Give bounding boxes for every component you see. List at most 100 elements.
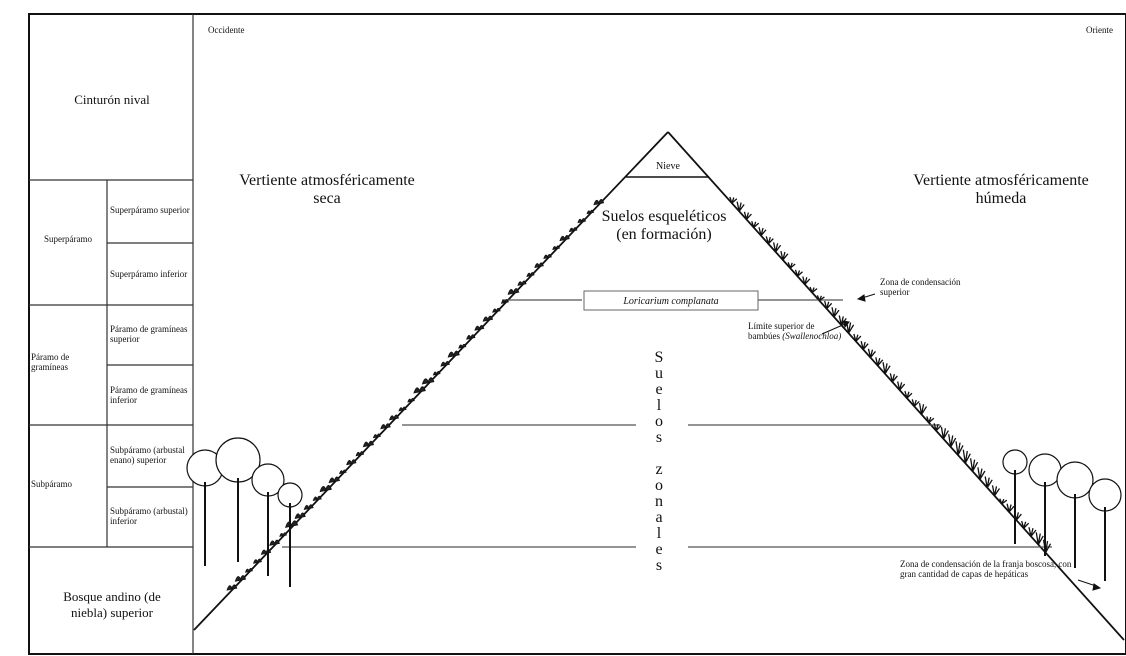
grass-tuft-icon xyxy=(897,381,906,391)
grass-tuft-icon xyxy=(802,276,811,285)
grass-tuft-icon xyxy=(882,362,891,375)
shrub-icon xyxy=(339,469,347,475)
grass-tuft-icon xyxy=(933,423,942,432)
shrub-icon xyxy=(294,512,306,519)
shrub-icon xyxy=(552,245,561,251)
shrub-icon xyxy=(355,451,365,457)
shrub-icon xyxy=(559,235,570,242)
grass-tuft-icon xyxy=(1021,520,1030,529)
shrub-icon xyxy=(568,227,578,233)
grass-tuft-icon xyxy=(867,348,876,358)
shrub-icon xyxy=(466,334,476,340)
shrub-icon xyxy=(500,299,509,304)
zonal-soils-letter: o xyxy=(655,413,663,430)
grass-tuft-icon xyxy=(809,286,818,294)
grass-tuft-icon xyxy=(999,498,1008,505)
zone-table xyxy=(29,14,194,654)
tree-icon xyxy=(1056,461,1094,568)
zonal-soils-letter: n xyxy=(655,493,663,510)
grass-tuft-icon xyxy=(1028,527,1037,537)
grass-tuft-icon xyxy=(824,300,833,310)
bamboo-genus-text: (Swallenochloa) xyxy=(782,330,842,341)
vegetation-dry-slope xyxy=(226,199,605,591)
grass-tuft-icon xyxy=(758,227,767,237)
grass-tuft-icon xyxy=(926,416,935,424)
shrub-icon xyxy=(447,350,460,358)
tree-icon xyxy=(215,437,261,562)
grass-tuft-icon xyxy=(729,196,738,204)
shrub-icon xyxy=(380,423,391,430)
grass-tuft-icon xyxy=(955,441,964,456)
zonal-soils-letter: l xyxy=(656,397,662,414)
zonal-soils-letter: s xyxy=(655,557,663,574)
zone-bosque: Bosque andino (de niebla) superior xyxy=(63,589,161,620)
shrub-icon xyxy=(312,495,322,502)
grass-tuft-icon xyxy=(765,236,774,245)
grass-tuft-icon xyxy=(991,485,1001,497)
grass-tuft-icon xyxy=(845,321,855,334)
bamboo-limit-text: Límite superior de bambúes xyxy=(748,321,815,341)
forest-trees-right xyxy=(1002,449,1122,581)
shrub-icon xyxy=(432,370,441,376)
grass-tuft-icon xyxy=(838,315,847,326)
zonal-soils-letter: u xyxy=(655,365,663,382)
grass-tuft-icon xyxy=(772,242,782,253)
shrub-icon xyxy=(269,539,280,546)
shrub-icon xyxy=(482,315,494,322)
belt-lines xyxy=(282,299,1052,548)
shrub-icon xyxy=(593,199,605,206)
grass-tuft-icon xyxy=(948,434,957,448)
grass-tuft-icon xyxy=(787,262,796,269)
shrub-icon xyxy=(328,476,340,484)
grass-tuft-icon xyxy=(794,269,803,277)
loricaria-label: Loricarium complanata xyxy=(623,296,719,307)
shrub-icon xyxy=(362,440,375,448)
zone-nival: Cinturón nival xyxy=(74,92,150,107)
vegetation-wet-slope xyxy=(729,196,1052,553)
grass-tuft-icon xyxy=(969,458,979,472)
loricaria-box xyxy=(583,290,759,311)
zonal-soils-letter: e xyxy=(655,381,663,398)
shrub-icon xyxy=(413,386,426,394)
zonal-soils-letter: z xyxy=(655,461,663,478)
tree-icon xyxy=(1088,478,1122,581)
zone-superparamo-superior: Superpáramo superior xyxy=(110,205,190,216)
shrub-icon xyxy=(319,484,332,493)
shrub-icon xyxy=(517,280,527,286)
tree-icon xyxy=(1002,449,1028,544)
grass-tuft-icon xyxy=(743,211,752,220)
skeletal-soils-label: Suelos esqueléticos (en formación) xyxy=(601,208,727,243)
grass-tuft-icon xyxy=(831,307,840,318)
upper-condensation-label: Zona de condensación superior xyxy=(880,277,961,297)
grass-tuft-icon xyxy=(918,403,928,415)
shrub-icon xyxy=(534,262,544,268)
zonal-soils-letter: a xyxy=(655,509,663,526)
grass-tuft-icon xyxy=(1006,503,1015,513)
grass-tuft-icon xyxy=(1035,532,1044,545)
grass-tuft-icon xyxy=(962,449,971,464)
zonal-soils-letter: l xyxy=(656,525,662,542)
zone-subparamo-inferior: Subpáramo (arbustal) inferior xyxy=(110,506,188,526)
grass-tuft-icon xyxy=(860,341,869,350)
bamboo-limit-label: Límite superior de bambúes (Swallenochlo… xyxy=(748,321,848,342)
grass-tuft-icon xyxy=(984,476,993,488)
east-label: Oriente xyxy=(1086,26,1113,35)
shrub-icon xyxy=(244,568,253,573)
zone-subparamo: Subpáramo xyxy=(31,479,72,490)
wet-slope-label: Vertiente atmosféricamente húmeda xyxy=(913,172,1089,208)
zonal-soils-letter: s xyxy=(655,429,663,446)
outer-frame xyxy=(28,13,1126,655)
zonal-soils-letter: S xyxy=(654,349,664,366)
zonal-soils-letter: e xyxy=(655,541,663,558)
grass-tuft-icon xyxy=(736,201,745,212)
shrub-icon xyxy=(279,532,287,537)
shrub-icon xyxy=(526,272,535,277)
grass-tuft-icon xyxy=(751,221,760,228)
shrub-icon xyxy=(398,406,407,412)
tree-icon xyxy=(186,449,224,566)
tree-icon xyxy=(277,482,303,587)
tree-icon xyxy=(251,463,285,576)
shrub-icon xyxy=(543,253,552,260)
